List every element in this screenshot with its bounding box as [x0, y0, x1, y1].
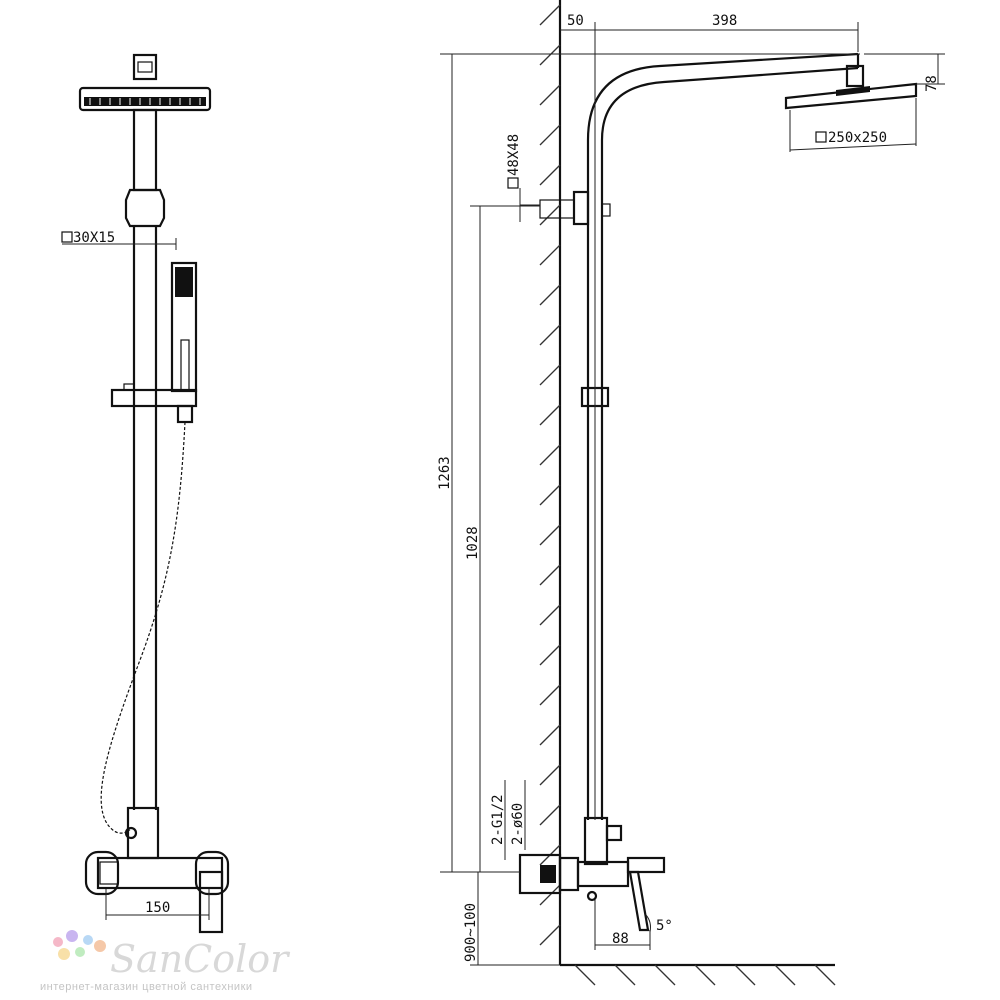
diverter [126, 806, 160, 860]
watermark-dot [83, 935, 93, 945]
side-view [518, 52, 918, 932]
rain-shower-head-side [784, 82, 918, 110]
label-escutcheon: 2-ø60 [510, 803, 526, 845]
label-bracket: 48X48 [506, 134, 522, 189]
watermark-logo: SanColor интернет-магазин цветной сантех… [40, 930, 291, 993]
diverter-side [583, 816, 609, 866]
shower-hose [100, 421, 186, 834]
square-symbol-icon [61, 231, 73, 243]
riser-arm [586, 52, 859, 820]
hand-shower-face [175, 267, 193, 297]
watermark-dot [94, 940, 106, 952]
hose-connector [176, 404, 194, 424]
square-symbol-icon [815, 131, 827, 143]
watermark-dot [53, 937, 63, 947]
head-connector-nut [132, 53, 158, 81]
label-bracket-height: 1028 [465, 526, 481, 560]
label-mixer-width: 150 [145, 900, 170, 916]
label-head-size: 250x250 [815, 130, 887, 146]
watermark-dot [66, 930, 78, 942]
side-dimension-lines [440, 22, 945, 966]
hand-shower-slider [110, 388, 198, 408]
watermark-dot [75, 947, 85, 957]
wall [539, 0, 836, 986]
label-install-height: 900~100 [463, 903, 479, 962]
label-outlet-depth: 88 [612, 931, 629, 947]
label-inlet-thread: 2-G1/2 [490, 794, 506, 845]
wall-hatching [539, 4, 561, 946]
label-hand-shower-bar: 30X15 [61, 230, 115, 246]
watermark-dot [58, 948, 70, 960]
riser-pipe-upper [132, 108, 158, 192]
square-symbol-icon [507, 177, 519, 189]
mixer-lever-side [628, 870, 650, 932]
mixer-lever [198, 870, 224, 934]
watermark-dots [53, 930, 106, 960]
front-view [62, 53, 230, 934]
escutcheon-side [558, 856, 580, 892]
watermark-tagline: интернет-магазин цветной сантехники [40, 981, 253, 993]
label-arm-length: 398 [712, 13, 737, 29]
label-head-height: 78 [924, 75, 940, 92]
head-connector [845, 64, 865, 88]
svg-text:30X15: 30X15 [73, 230, 115, 246]
svg-text:250x250: 250x250 [828, 130, 887, 146]
watermark-brand: SanColor [110, 937, 291, 981]
mixer-body-side [576, 860, 630, 888]
wall-bracket [572, 190, 590, 226]
label-arm-offset: 50 [567, 13, 584, 29]
floor-hatching [574, 964, 836, 986]
label-angle: 5° [656, 918, 673, 934]
shower-head-nozzles [89, 98, 201, 105]
label-total-height: 1263 [437, 456, 453, 490]
riser-collar [124, 188, 166, 228]
right-escutcheon [194, 850, 230, 896]
spout [626, 856, 666, 874]
svg-text:48X48: 48X48 [506, 134, 522, 176]
